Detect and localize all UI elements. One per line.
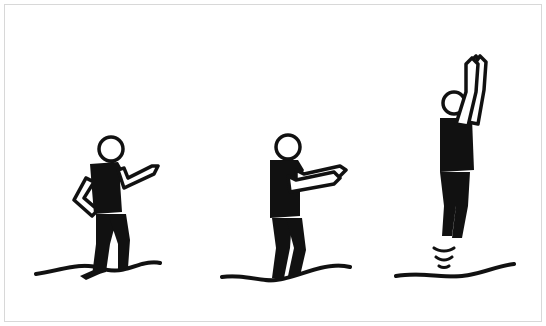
- panel-crouch: [36, 137, 160, 280]
- motion-mark: [439, 266, 449, 268]
- panel-arms-forward: [222, 135, 350, 280]
- head: [276, 135, 300, 159]
- leg: [108, 214, 130, 270]
- motion-mark: [434, 248, 454, 251]
- foot: [80, 268, 104, 280]
- panel-jump: [396, 56, 514, 276]
- ground-line: [396, 264, 514, 276]
- motion-mark: [436, 257, 452, 260]
- head: [99, 137, 123, 161]
- arm: [118, 166, 158, 188]
